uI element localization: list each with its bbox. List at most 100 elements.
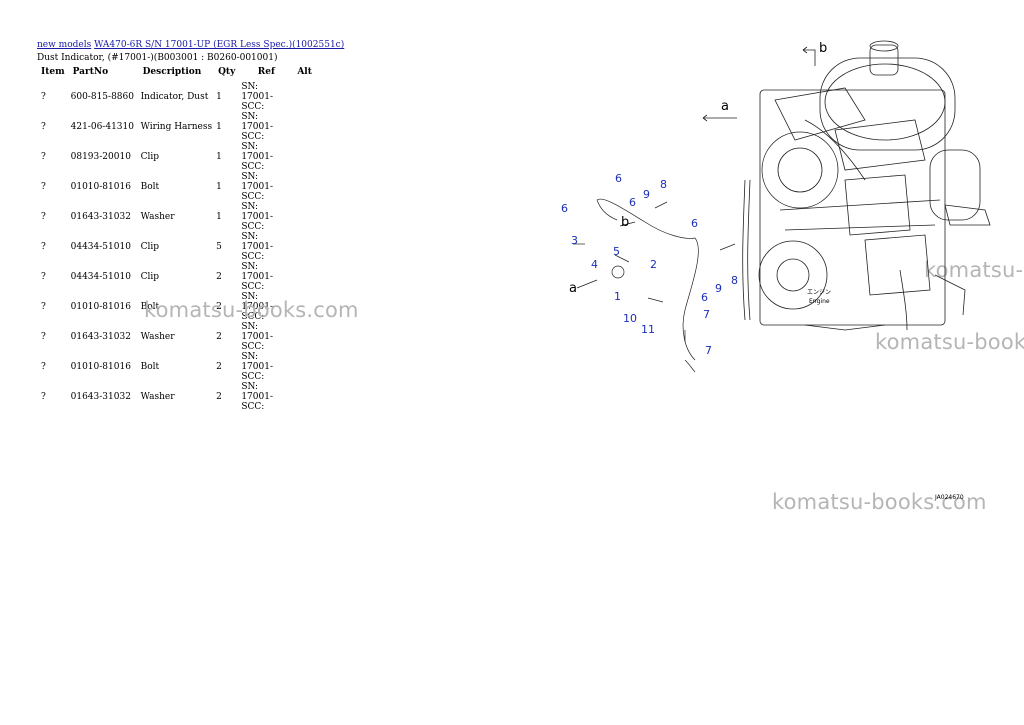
- cell-qty: 1: [216, 152, 222, 162]
- cell-qty: 2: [216, 302, 222, 312]
- cell-description: Bolt: [140, 362, 160, 372]
- cell-qty: 1: [216, 122, 222, 132]
- cell-item: ?: [41, 392, 46, 402]
- harness-drawing: [573, 198, 736, 373]
- callout-7: 7: [705, 344, 712, 357]
- cell-alt: [293, 112, 321, 142]
- callout-2: 2: [650, 258, 657, 271]
- callout-5: 5: [613, 245, 620, 258]
- cell-ref: SN: 17001-SCC:: [241, 202, 273, 232]
- callout-8: 8: [660, 178, 667, 191]
- cell-partno: 01643-31032: [70, 212, 131, 222]
- callout-7: 7: [703, 308, 710, 321]
- header-description: Description: [142, 67, 202, 77]
- cell-partno: 01643-31032: [70, 392, 131, 402]
- cell-qty: 2: [216, 332, 222, 342]
- cell-qty: 2: [216, 362, 222, 372]
- engine-label: Engine: [809, 298, 830, 305]
- callout-3: 3: [571, 234, 578, 247]
- cell-item: ?: [41, 92, 46, 102]
- breadcrumb-link-model[interactable]: WA470-6R S/N 17001-UP (EGR Less Spec.)(1…: [94, 40, 345, 50]
- cell-ref: SN: 17001-SCC:: [241, 82, 273, 112]
- cell-description: Washer: [140, 332, 175, 342]
- page-title: Dust Indicator, (#17001-)(B003001 : B026…: [37, 53, 278, 63]
- callout-6: 6: [629, 196, 636, 209]
- callout-6: 6: [701, 291, 708, 304]
- callout-6: 6: [615, 172, 622, 185]
- callout-a: a: [569, 281, 577, 296]
- watermark: komatsu-books.com: [144, 298, 359, 322]
- breadcrumb: new models WA470-6R S/N 17001-UP (EGR Le…: [37, 40, 344, 50]
- watermark: komatsu-books.com: [875, 330, 1024, 354]
- cell-alt: [293, 142, 321, 172]
- exploded-parts-diagram: 6 6 6 9 8 6 3 5 4 2 1 a b 8 9 6 7 10 11 …: [561, 40, 991, 501]
- cell-item: ?: [41, 332, 46, 342]
- figure-code: JA024670: [934, 494, 964, 501]
- callout-9: 9: [643, 188, 650, 201]
- callout-1: 1: [614, 290, 621, 303]
- header-alt: Alt: [297, 67, 312, 77]
- cell-partno: 01010-81016: [70, 182, 131, 192]
- cell-item: ?: [41, 122, 46, 132]
- callout-11: 11: [641, 323, 655, 336]
- cell-partno: 01010-81016: [70, 302, 131, 312]
- callout-b: b: [621, 215, 629, 230]
- cell-qty: 2: [216, 272, 222, 282]
- cell-qty: 1: [216, 182, 222, 192]
- cell-item: ?: [41, 152, 46, 162]
- cell-description: Washer: [140, 392, 175, 402]
- cell-item: ?: [41, 302, 46, 312]
- engine-drawing: [742, 40, 991, 331]
- cell-description: Clip: [140, 152, 160, 162]
- cell-qty: 5: [216, 242, 222, 252]
- cell-partno: 04434-51010: [70, 242, 131, 252]
- cell-description: Bolt: [140, 182, 160, 192]
- cell-description: Bolt: [140, 302, 160, 312]
- cell-item: ?: [41, 362, 46, 372]
- leader-arrows: [576, 46, 816, 289]
- cell-ref: SN: 17001-SCC:: [241, 292, 273, 322]
- cell-description: Washer: [140, 212, 175, 222]
- cell-alt: [293, 232, 321, 262]
- cell-qty: 2: [216, 392, 222, 402]
- cell-item: ?: [41, 272, 46, 282]
- header-ref: Ref: [257, 67, 275, 77]
- engine-label-jp: エンジン: [807, 289, 831, 296]
- watermark: komatsu-books.com: [772, 490, 987, 514]
- callout-6: 6: [691, 217, 698, 230]
- breadcrumb-link-new-models[interactable]: new models: [37, 40, 92, 50]
- header-partno: PartNo: [72, 67, 109, 77]
- cell-ref: SN: 17001-SCC:: [241, 322, 273, 352]
- cell-description: Wiring Harness: [140, 122, 213, 132]
- header-qty: Qty: [218, 67, 236, 77]
- table-row: ? 01010-81016 Bolt 2 SN: 17001-SCC:: [37, 292, 321, 322]
- cell-alt: [293, 202, 321, 232]
- cell-alt: [293, 82, 321, 112]
- cell-alt: [293, 172, 321, 202]
- cell-partno: 421-06-41310: [70, 122, 134, 132]
- header-item: Item: [41, 67, 65, 77]
- cell-ref: SN: 17001-SCC:: [241, 112, 273, 142]
- cell-alt: [293, 352, 321, 382]
- callout-4: 4: [591, 258, 598, 271]
- callout-8: 8: [731, 274, 738, 287]
- cell-ref: SN: 17001-SCC:: [241, 142, 273, 172]
- table-row: ? 01643-31032 Washer 2 SN: 17001-SCC:: [37, 382, 321, 412]
- cell-description: Clip: [140, 272, 160, 282]
- parts-table: Item PartNo Description Qty Ref Alt ?600…: [37, 66, 321, 412]
- cell-item: ?: [41, 242, 46, 252]
- callout-a: a: [721, 99, 729, 114]
- cell-ref: SN: 17001-SCC:: [241, 382, 273, 412]
- cell-item: ?: [41, 182, 46, 192]
- cell-qty: 1: [216, 212, 222, 222]
